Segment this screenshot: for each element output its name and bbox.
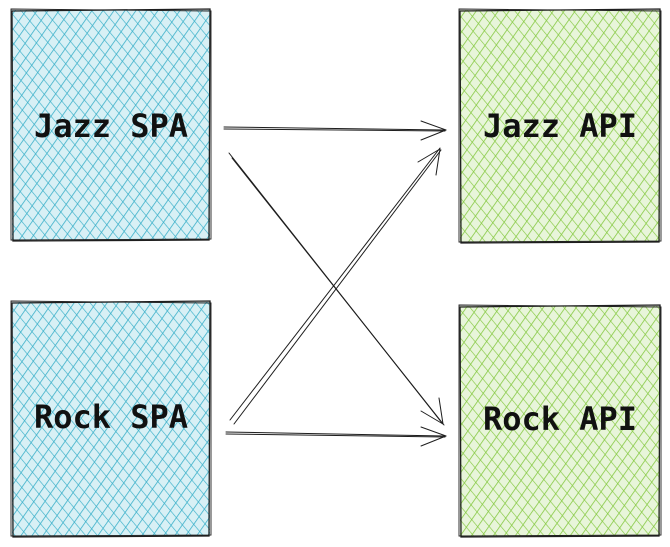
node-jazz-spa: Jazz SPA [10,8,212,242]
arrow-jazz-spa-to-jazz-api [223,120,447,141]
arrow-jazz-spa-to-rock-api [228,152,445,426]
node-label-jazz-spa: Jazz SPA [34,107,188,145]
arrow-rock-spa-to-rock-api [225,426,447,447]
node-jazz-api: Jazz API [458,8,662,244]
node-label-rock-spa: Rock SPA [34,398,188,436]
node-label-jazz-api: Jazz API [483,107,637,145]
node-rock-spa: Rock SPA [10,300,212,538]
node-rock-api: Rock API [458,304,662,538]
arrow-rock-spa-to-jazz-api [229,147,442,425]
node-label-rock-api: Rock API [483,400,637,438]
